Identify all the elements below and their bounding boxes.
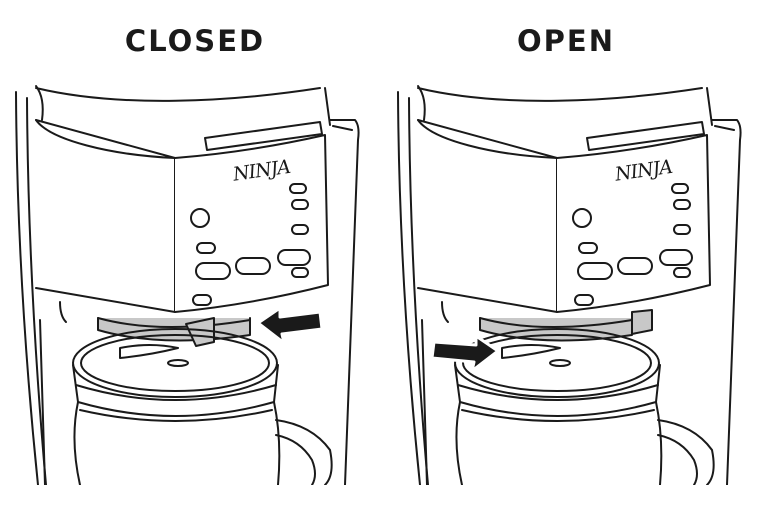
valve-assembly <box>97 317 251 347</box>
arrow-left-icon <box>256 306 324 345</box>
machine-housing <box>397 85 742 485</box>
control-panel: NINJA <box>417 119 711 313</box>
carafe <box>39 301 333 485</box>
open-illustration: NINJA <box>397 85 742 485</box>
arrow-right-icon <box>430 334 500 373</box>
control-panel: NINJA <box>35 119 329 313</box>
machine-housing <box>15 85 360 485</box>
closed-panel-title: CLOSED <box>124 24 266 58</box>
control-buttons <box>572 183 693 306</box>
open-panel-title: OPEN <box>517 24 615 58</box>
carafe <box>421 301 715 485</box>
control-buttons <box>190 183 311 306</box>
closed-illustration: NINJA <box>15 85 360 485</box>
